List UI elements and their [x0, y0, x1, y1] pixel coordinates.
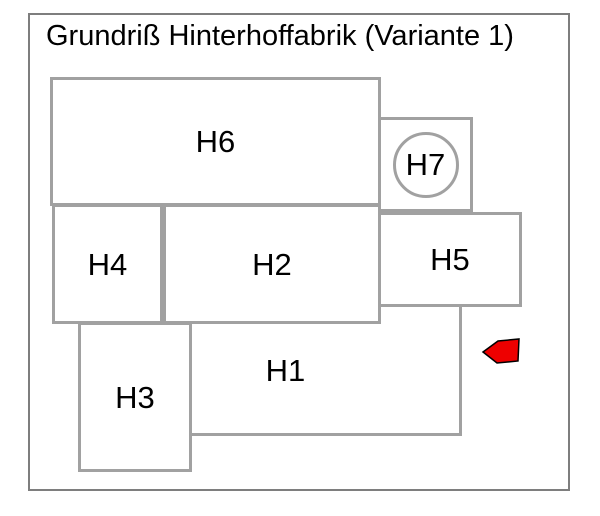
room-h2: H2 [163, 204, 381, 324]
room-h7: H7 [378, 117, 473, 212]
room-h7-circle: H7 [392, 131, 459, 198]
room-h3-label: H3 [115, 379, 155, 415]
room-h7-label: H7 [405, 147, 446, 182]
left-arrow-icon [479, 334, 523, 367]
room-h5-label: H5 [430, 242, 470, 277]
room-h2-label: H2 [252, 246, 292, 282]
room-h4: H4 [52, 204, 163, 324]
room-h6: H6 [50, 77, 381, 206]
room-h6-label: H6 [195, 124, 236, 159]
room-h1-label: H1 [265, 352, 306, 388]
left-arrow-shape [481, 338, 520, 364]
room-h4-label: H4 [87, 246, 128, 282]
room-h3: H3 [78, 322, 192, 472]
room-h1: H1 [189, 304, 462, 436]
diagram-title: Grundriß Hinterhoffabrik (Variante 1) [46, 20, 514, 52]
room-h5: H5 [378, 212, 522, 307]
